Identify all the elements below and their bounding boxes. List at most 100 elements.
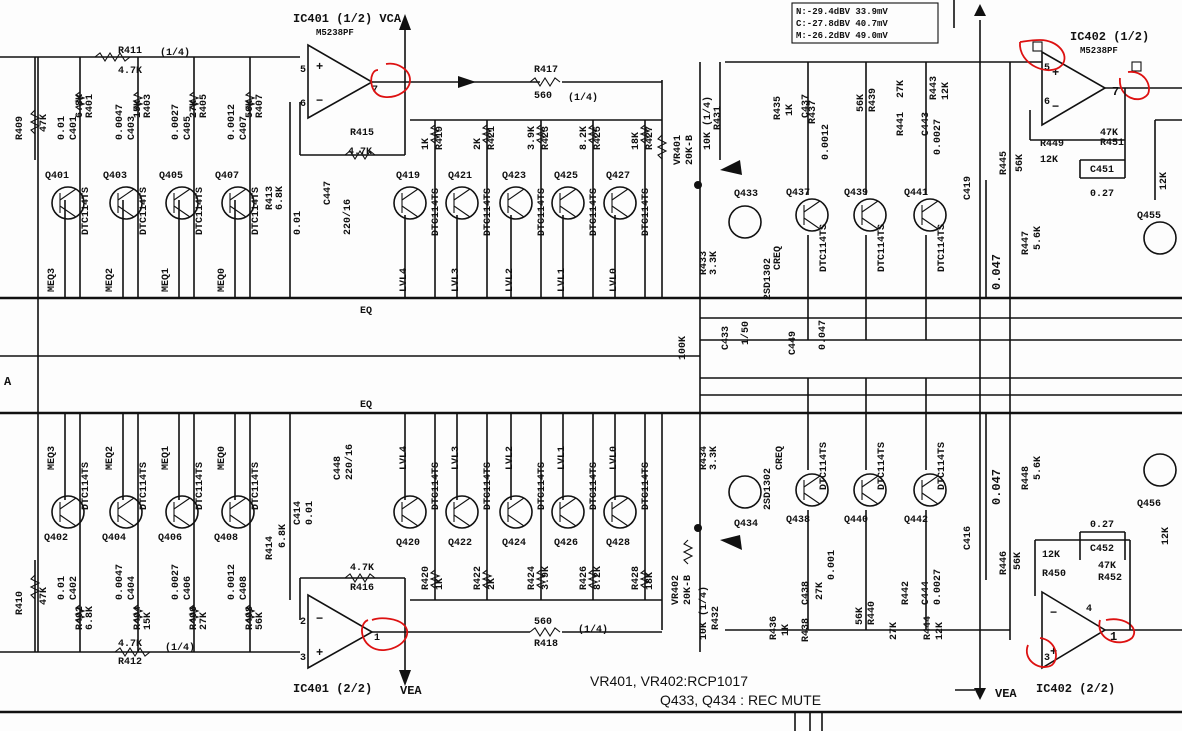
- dtc-part-label: DTC114TS: [483, 188, 494, 236]
- res-ref: R401: [85, 94, 96, 118]
- level-res-ref: R425: [593, 126, 604, 150]
- svg-text:2SD1302: 2SD1302: [763, 468, 774, 510]
- svg-text:1: 1: [1110, 630, 1117, 644]
- transistor-ref: Q401: [45, 171, 69, 182]
- svg-text:R416: R416: [350, 583, 374, 594]
- transistor-ref: Q438: [786, 515, 810, 526]
- lvl-label: LVL1: [557, 446, 568, 470]
- svg-text:R440: R440: [867, 601, 878, 625]
- svg-text:7: 7: [1112, 85, 1119, 99]
- level-transistor-q419: [393, 186, 427, 220]
- r411-value: 4.7K: [118, 66, 142, 77]
- r409-ref: R409: [15, 116, 26, 140]
- svg-text:C449: C449: [788, 331, 799, 355]
- right-transistor-q439: [853, 198, 887, 232]
- svg-text:27K: 27K: [889, 622, 900, 640]
- svg-text:R432: R432: [711, 606, 722, 630]
- ic402a-pin7-mark: [1119, 71, 1150, 100]
- svg-text:R434: R434: [699, 446, 710, 470]
- svg-text:0.01: 0.01: [293, 211, 304, 235]
- svg-text:C414: C414: [293, 501, 304, 525]
- dtc-part-label: DTC114TS: [81, 187, 92, 235]
- cap-value: 0.0012: [227, 564, 238, 600]
- res-value: 15K: [143, 612, 154, 630]
- level-resistor: [587, 569, 599, 589]
- dtc-part-label: DTC114TS: [537, 462, 548, 510]
- r415-resistor: [344, 149, 376, 161]
- transistor-ref: Q442: [904, 515, 928, 526]
- svg-text:R418: R418: [534, 639, 558, 650]
- eq-transistor-q405: [165, 186, 199, 220]
- svg-text:12K: 12K: [1040, 155, 1058, 166]
- r418-resistor: [529, 626, 561, 638]
- svg-text:1K: 1K: [781, 624, 792, 636]
- level-res-value: 8.2K: [579, 126, 590, 150]
- svg-text:R436: R436: [769, 616, 780, 640]
- r409-value: 47K: [39, 114, 50, 132]
- svg-text:47K: 47K: [1098, 561, 1116, 572]
- ic401a-part: M5238PF: [316, 28, 354, 38]
- dtc-part-label: DTC114TS: [431, 188, 442, 236]
- svg-text:20K-B: 20K-B: [683, 575, 694, 605]
- svg-text:47K: 47K: [39, 587, 50, 605]
- svg-text:Q455: Q455: [1137, 211, 1161, 222]
- svg-text:R451: R451: [1100, 138, 1124, 149]
- svg-text:R445: R445: [999, 151, 1010, 175]
- svg-text:R448: R448: [1021, 466, 1032, 490]
- svg-text:2SD1302: 2SD1302: [763, 258, 774, 300]
- eq-resistor: [132, 604, 144, 624]
- svg-text:C419: C419: [963, 176, 974, 200]
- level-res-ref: R420: [421, 566, 432, 590]
- svg-text:0.047: 0.047: [818, 320, 829, 350]
- svg-text:C437: C437: [801, 94, 812, 118]
- svg-text:20K-B: 20K-B: [685, 135, 696, 165]
- dtc-part-label: DTC114TS: [431, 462, 442, 510]
- level-resistor: [639, 124, 651, 144]
- svg-text:0.001: 0.001: [827, 550, 838, 580]
- eq-resistor: [244, 604, 256, 624]
- vr401-wiper-arrow: [720, 160, 742, 175]
- svg-text:VR402: VR402: [671, 575, 682, 605]
- vea-right-label: VEA: [995, 687, 1017, 701]
- eq-transistor-q408: [221, 495, 255, 529]
- r411-ref: R411: [118, 46, 142, 57]
- svg-text:3: 3: [1044, 653, 1050, 664]
- level-resistor: [429, 124, 441, 144]
- transistor-ref: Q421: [448, 171, 472, 182]
- transistor-ref: Q419: [396, 171, 420, 182]
- lvl-label: LVL1: [557, 268, 568, 292]
- r415-value: 4.7K: [348, 147, 372, 158]
- svg-text:0.0027: 0.0027: [933, 569, 944, 605]
- level-res-value: 2K: [487, 578, 498, 590]
- cap-ref: C403: [127, 116, 138, 140]
- transistor-ref: Q424: [502, 538, 526, 549]
- level-res-value: 3.9K: [541, 566, 552, 590]
- dtc-part-label: DTC114TS: [589, 188, 600, 236]
- svg-text:−: −: [1050, 606, 1057, 620]
- eq-label-bottom: EQ: [360, 400, 372, 411]
- transistor-ref: Q441: [904, 188, 928, 199]
- r409-resistor: [29, 109, 41, 135]
- svg-text:R446: R446: [999, 551, 1010, 575]
- svg-text:R433: R433: [699, 251, 710, 275]
- svg-text:R449: R449: [1040, 139, 1064, 150]
- transistor-ref: Q426: [554, 538, 578, 549]
- level-resistor: [481, 124, 493, 144]
- svg-text:0.01: 0.01: [305, 501, 316, 525]
- r417-ref: R417: [534, 65, 558, 76]
- ic401b-opamp: [307, 593, 374, 670]
- svg-text:R412: R412: [118, 657, 142, 668]
- level-transistor-q420: [393, 495, 427, 529]
- svg-text:R439: R439: [868, 88, 879, 112]
- svg-text:+: +: [316, 646, 323, 660]
- transistor-ref: Q406: [158, 533, 182, 544]
- level-res-ref: R421: [487, 126, 498, 150]
- svg-text:220/16: 220/16: [344, 444, 356, 480]
- ic402b-pin3-mark: [1025, 637, 1057, 668]
- level-res-value: 18K: [631, 132, 642, 150]
- dtc-part-label: DTC114TS: [483, 462, 494, 510]
- svg-text:4.7K: 4.7K: [350, 563, 374, 574]
- level-transistor-q424: [499, 495, 533, 529]
